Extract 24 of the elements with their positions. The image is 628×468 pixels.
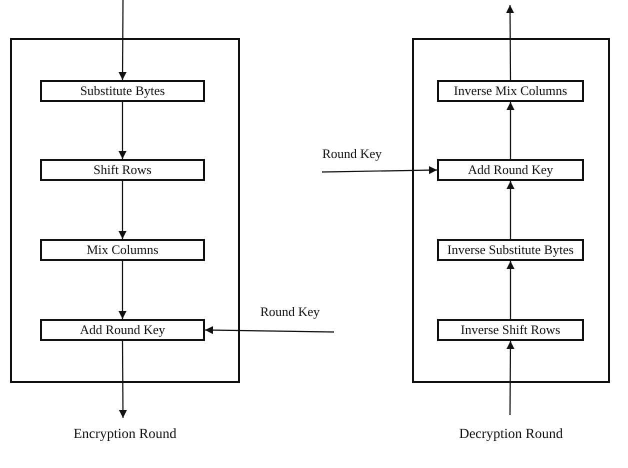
process-box: Inverse Shift Rows	[437, 319, 584, 341]
arrow	[506, 261, 514, 319]
arrow	[204, 326, 334, 334]
arrow	[118, 102, 126, 159]
arrow	[118, 0, 127, 80]
process-box: Inverse Substitute Bytes	[437, 239, 584, 261]
arrow	[506, 102, 514, 159]
process-box: Substitute Bytes	[40, 80, 205, 102]
arrow	[506, 5, 514, 80]
input-label: Round Key	[246, 304, 334, 332]
arrow	[506, 341, 514, 415]
process-box: Shift Rows	[40, 159, 205, 181]
round-label: Encryption Round	[72, 427, 178, 443]
process-box: Add Round Key	[40, 319, 205, 341]
arrow	[118, 261, 126, 319]
process-box: Add Round Key	[437, 159, 584, 181]
process-box: Inverse Mix Columns	[437, 80, 584, 102]
arrow	[118, 341, 127, 418]
arrow	[322, 166, 438, 174]
input-label: Round Key	[322, 146, 382, 172]
arrow	[118, 181, 126, 239]
arrow	[506, 181, 514, 239]
round-label: Decryption Round	[458, 427, 564, 443]
process-box: Mix Columns	[40, 239, 205, 261]
